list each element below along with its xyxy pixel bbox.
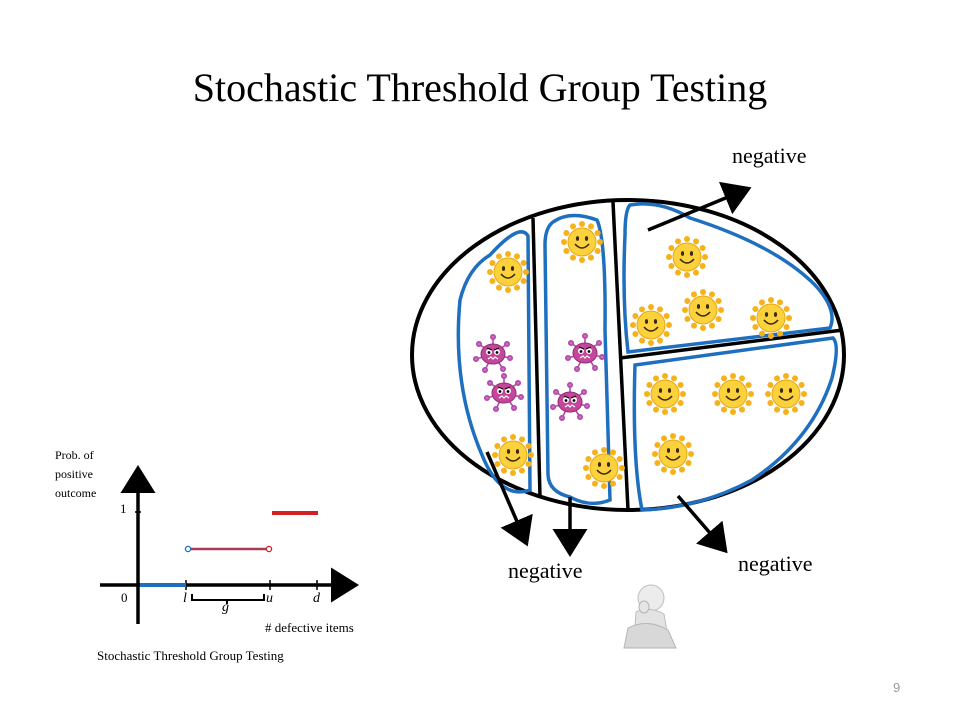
plot-caption: Stochastic Threshold Group Testing — [97, 648, 284, 663]
healthy-item-icon — [629, 303, 673, 347]
defective-item-icon — [549, 381, 591, 422]
outcome-label-right: negative — [738, 551, 813, 576]
tick-l-label: l — [183, 591, 187, 606]
defective-item-icon — [472, 333, 514, 374]
tick-d-label: d — [313, 591, 320, 606]
healthy-item-icon — [582, 446, 626, 490]
pool-1-outline — [456, 230, 532, 494]
population-ellipse — [410, 198, 846, 512]
segment-mid-open-left — [184, 545, 192, 553]
outcome-label-left: negative — [508, 558, 583, 583]
healthy-item-icon — [681, 288, 725, 332]
pool-4-outline — [632, 336, 838, 512]
partition-line-2 — [611, 201, 630, 511]
partition-line-3 — [619, 328, 844, 360]
outcome-label-top: negative — [732, 143, 807, 168]
healthy-item-icon — [711, 372, 755, 416]
step-function-plot — [100, 465, 359, 624]
page-number: 9 — [893, 680, 901, 695]
healthy-item-icon — [764, 372, 808, 416]
healthy-item-icon — [643, 372, 687, 416]
defective-item-icon — [564, 332, 606, 373]
outcome-arrow-right — [676, 494, 728, 554]
slide-title: Stochastic Threshold Group Testing — [192, 65, 768, 110]
thinking-person-icon — [623, 584, 677, 649]
ytick-one-label: 1 — [120, 501, 127, 516]
healthy-item-icon — [486, 250, 530, 294]
tick-g-label: g — [222, 600, 229, 615]
tick-u-label: u — [266, 591, 273, 606]
healthy-item-icon — [651, 432, 695, 476]
partition-line-1 — [531, 217, 542, 498]
plot-xlabel: # defective items — [265, 620, 354, 635]
healthy-item-icon — [665, 235, 709, 279]
xtick-zero-label: 0 — [121, 590, 128, 605]
pool-2-outline — [543, 213, 612, 506]
healthy-item-icon — [560, 220, 604, 264]
healthy-item-icon — [491, 433, 535, 477]
segment-mid-open-right — [265, 545, 273, 553]
plot-ylabel: Prob. of positive outcome — [55, 448, 97, 500]
outcome-arrow-left — [485, 451, 533, 547]
defective-item-icon — [483, 372, 525, 413]
outcome-arrow-top — [647, 181, 752, 232]
pool-3-outline — [622, 202, 834, 354]
